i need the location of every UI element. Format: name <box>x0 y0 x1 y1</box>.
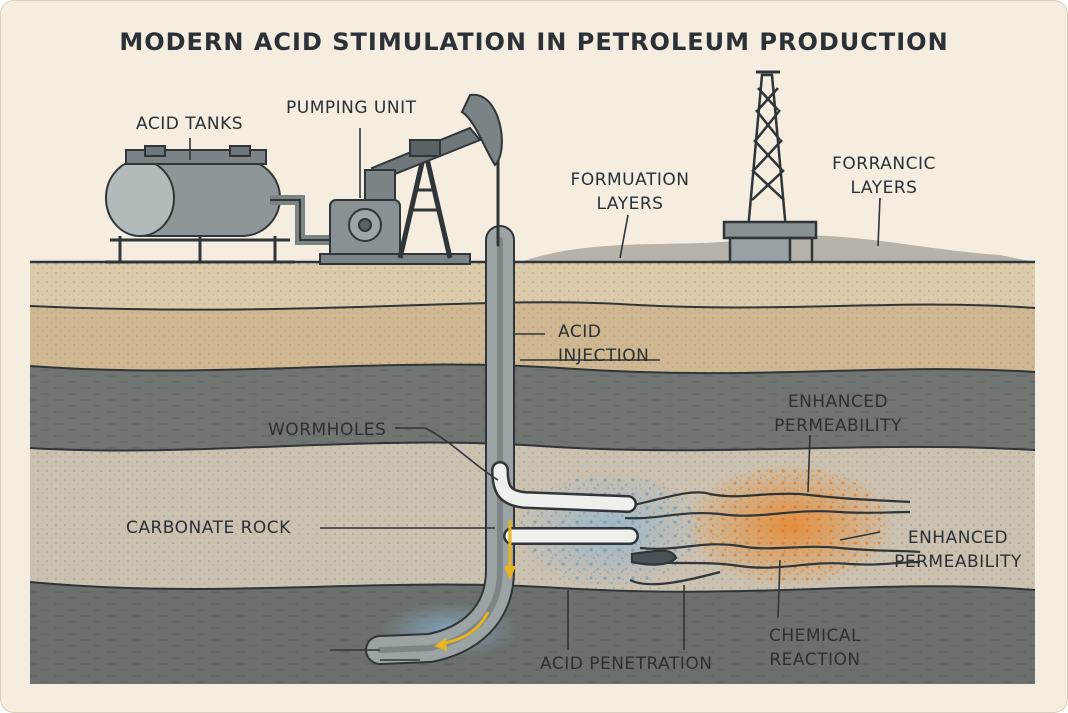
label-enhanced-permeability-lower: ENHANCED PERMEABILITY <box>878 526 1038 574</box>
label-carbonate-rock: CARBONATE ROCK <box>126 518 291 538</box>
label-chemical-reaction: CHEMICAL REACTION <box>740 624 890 672</box>
label-forrancic-layers-line2: LAYERS <box>850 178 918 198</box>
label-chemical-reaction-line1: CHEMICAL <box>768 626 862 646</box>
label-enhanced-permeability-lower-line1: ENHANCED <box>907 528 1009 548</box>
label-forrancic-layers-line1: FORRANCIC <box>832 154 936 174</box>
label-enhanced-permeability-lower-line2: PERMEABILITY <box>894 552 1022 572</box>
label-acid-tanks: ACID TANKS <box>136 114 244 134</box>
label-formation-layers-line1: FORMUATION <box>570 170 690 190</box>
label-pumping-unit: PUMPING UNIT <box>286 98 417 118</box>
label-enhanced-permeability-upper: ENHANCED PERMEABILITY <box>748 390 928 438</box>
label-acid-injection-line1: ACID <box>558 322 602 342</box>
wormhole-channels <box>619 491 921 586</box>
label-acid-injection: ACID INJECTION <box>558 320 649 368</box>
pumping-unit <box>319 93 503 265</box>
label-enhanced-permeability-upper-line2: PERMEABILITY <box>774 416 902 436</box>
label-formation-layers: FORMUATION LAYERS <box>560 168 700 216</box>
label-formation-layers-line2: LAYERS <box>596 194 664 214</box>
label-wormholes: WORMHOLES <box>268 420 387 440</box>
label-acid-penetration: ACID PENETRATION <box>540 654 713 674</box>
diagram-title: MODERN ACID STIMULATION IN PETROLEUM PRO… <box>119 28 949 56</box>
label-enhanced-permeability-upper-line1: ENHANCED <box>787 392 889 412</box>
label-acid-injection-line2: INJECTION <box>558 346 650 366</box>
label-forrancic-layers: FORRANCIC LAYERS <box>814 152 954 200</box>
label-chemical-reaction-line2: REACTION <box>769 650 861 670</box>
reaction-zone <box>685 463 895 587</box>
acid-tank <box>105 145 330 264</box>
rock-layers <box>29 262 1036 684</box>
leader-lines <box>189 128 881 661</box>
drilling-derrick <box>712 70 818 264</box>
